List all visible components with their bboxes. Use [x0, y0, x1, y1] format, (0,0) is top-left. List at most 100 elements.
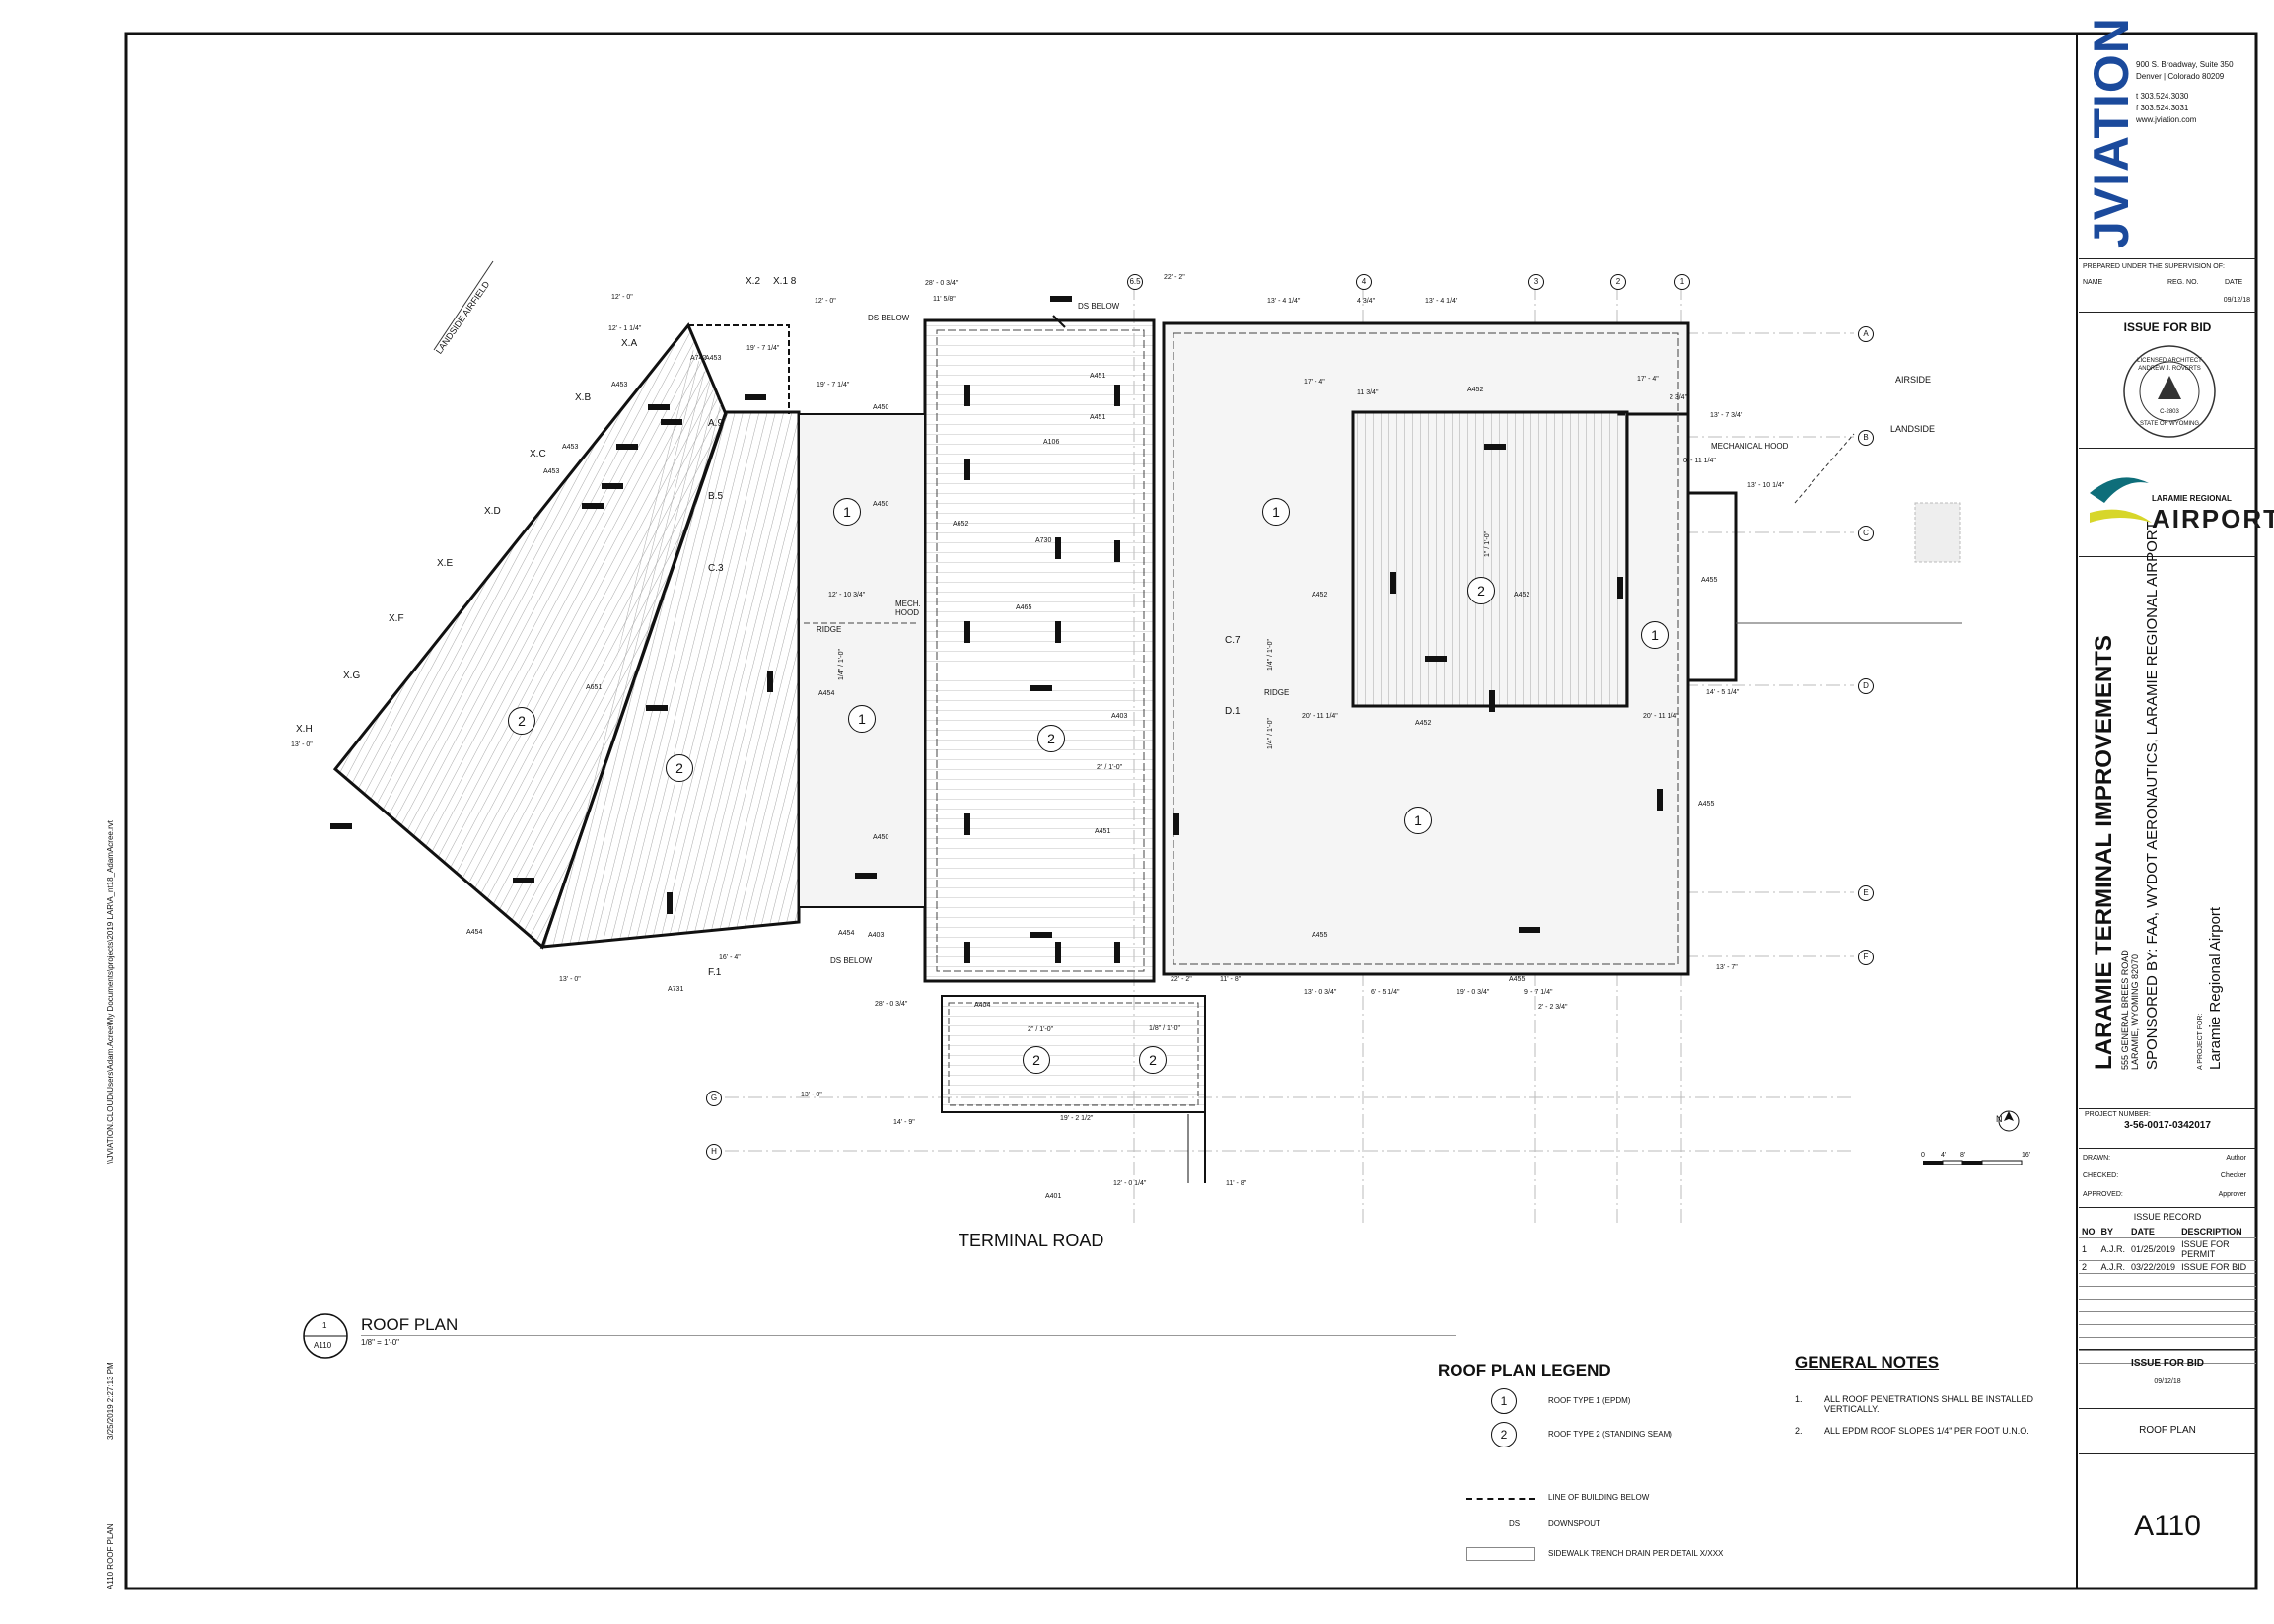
grid-label: C.3 [708, 563, 724, 574]
issue-cell [2128, 1350, 2179, 1364]
issue-cell [2178, 1350, 2256, 1364]
note-text: ALL EPDM ROOF SLOPES 1/4" PER FOOT U.N.O… [1824, 1426, 2029, 1436]
detail-ref-tag: A452 [1312, 592, 1328, 599]
roof-type-bubble: 2 [1467, 577, 1495, 604]
issue-cell: ISSUE FOR BID [2178, 1260, 2256, 1274]
issue-cell: 1 [2079, 1237, 2098, 1261]
project-number-block: PROJECT NUMBER: 3-56-0017-0342017 [2079, 1108, 2256, 1149]
legend-text: SIDEWALK TRENCH DRAIN PER DETAIL X/XXX [1548, 1549, 1724, 1558]
detail-ref-tag: A651 [586, 684, 603, 691]
grid-bubble: 2 [1610, 274, 1626, 290]
detail-ref-tag: A401 [1045, 1193, 1062, 1200]
dimension-text: 16' - 4" [719, 954, 741, 961]
grid-bubble: A [1858, 326, 1874, 342]
dimension-text: 17' - 4" [1304, 379, 1325, 386]
grid-label: X.A [621, 338, 638, 349]
status-date: 09/12/18 [2154, 1378, 2181, 1385]
grid-label: X.E [437, 558, 454, 569]
dimension-text: 12' - 0" [611, 294, 633, 301]
issue-row [2079, 1324, 2256, 1338]
sheet-title-block: ROOF PLAN [2079, 1408, 2256, 1454]
legend-trench-swatch [1466, 1547, 1535, 1561]
drawn-label: DRAWN: [2083, 1155, 2111, 1162]
grid-bubble: 1 [1674, 274, 1690, 290]
roof-type-bubble: 2 [1037, 725, 1065, 752]
firm-logo: JVIATION [2084, 17, 2139, 248]
view-title-underline [361, 1335, 1456, 1336]
detail-ref-tag: A742 [690, 355, 707, 362]
dimension-text: 9' - 7 1/4" [1524, 989, 1553, 996]
legend-title: ROOF PLAN LEGEND [1438, 1361, 1611, 1379]
checked-value: Checker [2220, 1172, 2246, 1179]
issue-cell [2178, 1286, 2256, 1300]
dimension-text: 12' - 1 1/4" [608, 325, 642, 332]
dimension-text: 11' - 8" [1220, 976, 1242, 983]
detail-ref-tag: A451 [1090, 414, 1106, 421]
issue-cell [2079, 1350, 2098, 1364]
roof-type-bubble: 1 [833, 498, 861, 526]
issue-cell: 01/25/2019 [2128, 1237, 2179, 1261]
center-roof [923, 318, 1156, 983]
detail-ref-tag: A455 [1312, 932, 1328, 939]
airport-logo-text: AIRPORT [2152, 504, 2274, 533]
dimension-text: 19' - 0 3/4" [1457, 989, 1490, 996]
north-label: N [1996, 1114, 2003, 1124]
seal-line-3: C-2803 [2160, 409, 2179, 415]
legend-symbol: 1 [1491, 1388, 1517, 1414]
detail-ref-tag: A450 [873, 404, 889, 411]
dimension-text: 12' - 0 1/4" [1113, 1180, 1147, 1187]
grid-bubble: F [1858, 950, 1874, 965]
view-title: ROOF PLAN [361, 1315, 459, 1334]
dimension-text: 13' - 0" [801, 1092, 822, 1098]
sheet-number: A110 [2134, 1510, 2201, 1542]
dimension-text: 11' - 8" [1226, 1180, 1247, 1187]
issue-row [2079, 1350, 2256, 1364]
scale-label: 4' [1941, 1152, 1947, 1159]
project-address-line2: LARAMIE, WYOMING 82070 [2130, 953, 2140, 1070]
slope-text: 1/8" / 1'-0" [1149, 1025, 1180, 1032]
slope-text: 1/4" / 1'-0" [838, 649, 845, 680]
grid-bubble: 4 [1356, 274, 1372, 290]
detail-ref-tag: A453 [543, 468, 560, 475]
status-text: ISSUE FOR BID [2131, 1358, 2204, 1369]
issue-cell [2079, 1311, 2098, 1325]
dimension-text: 0' - 11 1/4" [1683, 458, 1716, 464]
issue-row [2079, 1286, 2256, 1300]
scale-label: 16' [2022, 1152, 2031, 1159]
issue-cell [2097, 1273, 2129, 1287]
detail-ref-tag: A453 [611, 382, 628, 388]
mech-hood-label: MECH. HOOD [895, 600, 921, 617]
view-sheet-ref: A110 [314, 1341, 332, 1350]
dimension-text: 20' - 11 1/4" [1643, 713, 1679, 720]
dimension-text: 12' - 10 3/4" [828, 592, 866, 599]
drawn-checked-block: DRAWN: Author CHECKED: Checker APPROVED:… [2079, 1148, 2256, 1208]
grid-bubble: 3 [1528, 274, 1544, 290]
issue-cell: A.J.R. [2097, 1237, 2129, 1261]
roof-type-bubble: 1 [1641, 621, 1669, 649]
dimension-text: 19' - 7 1/4" [817, 382, 850, 388]
detail-ref-tag: A731 [668, 986, 684, 993]
project-for-name: Laramie Regional Airport [2207, 906, 2224, 1070]
detail-ref-tag: A451 [1095, 828, 1111, 835]
grid-label: X.G [343, 671, 361, 681]
issue-header-cell: NO [2079, 1226, 2098, 1238]
issue-cell [2178, 1337, 2256, 1351]
airport-logo-icon [2090, 477, 2152, 523]
ds-below-label-c: DS BELOW [830, 956, 873, 965]
issue-cell: A.J.R. [2097, 1260, 2129, 1274]
view-scale: 1/8" = 1'-0" [361, 1338, 400, 1347]
dimension-text: 22' - 2" [1164, 274, 1185, 281]
grid-label: F.1 [708, 967, 722, 978]
prepared-under-label: PREPARED UNDER THE SUPERVISION OF: [2083, 263, 2225, 270]
roof-type-bubble: 1 [1262, 498, 1290, 526]
dimension-text: 13' - 4 1/4" [1425, 298, 1458, 305]
grid-label: X.C [530, 449, 546, 459]
view-number: 1 [322, 1321, 327, 1330]
detail-ref-tag: A453 [562, 444, 579, 451]
scale-bar [1923, 1160, 2023, 1165]
dimension-text: 20' - 11 1/4" [1302, 713, 1338, 720]
issue-header-cell: BY [2097, 1226, 2129, 1238]
detail-ref-tag: A454 [838, 930, 855, 937]
issue-row [2079, 1273, 2256, 1287]
